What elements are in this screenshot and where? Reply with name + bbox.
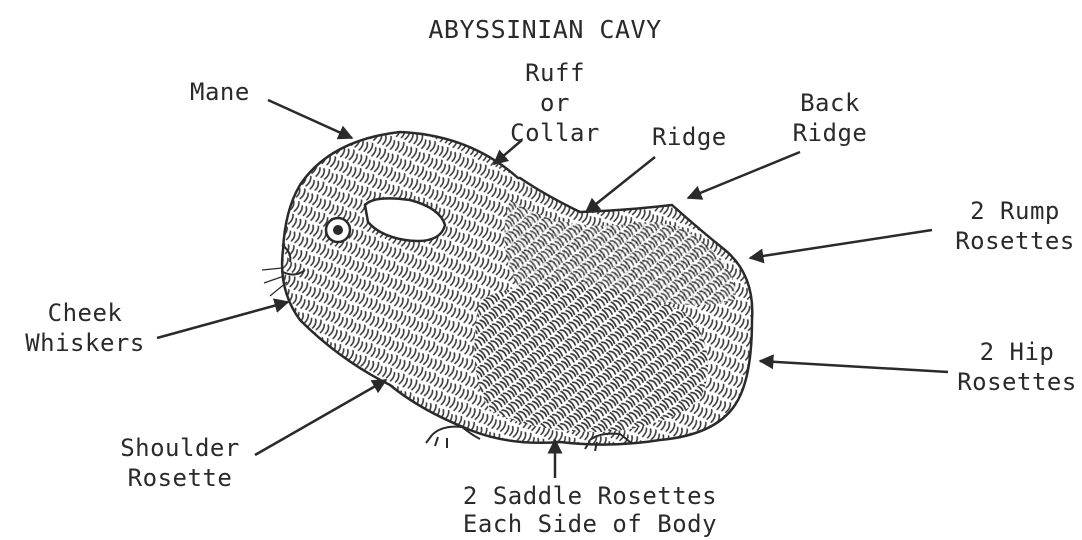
arrow-back-ridge — [688, 152, 800, 198]
cavy-illustration — [262, 132, 752, 451]
arrow-ruff — [494, 140, 522, 164]
arrow-rump-rosettes — [750, 230, 932, 258]
arrow-cheek-whiskers — [157, 302, 288, 338]
arrow-shoulder-rosette — [255, 380, 386, 455]
arrow-ridge — [586, 157, 655, 212]
arrow-hip-rosettes — [760, 361, 948, 372]
eye-pupil — [333, 225, 343, 235]
arrow-mane — [268, 100, 352, 138]
